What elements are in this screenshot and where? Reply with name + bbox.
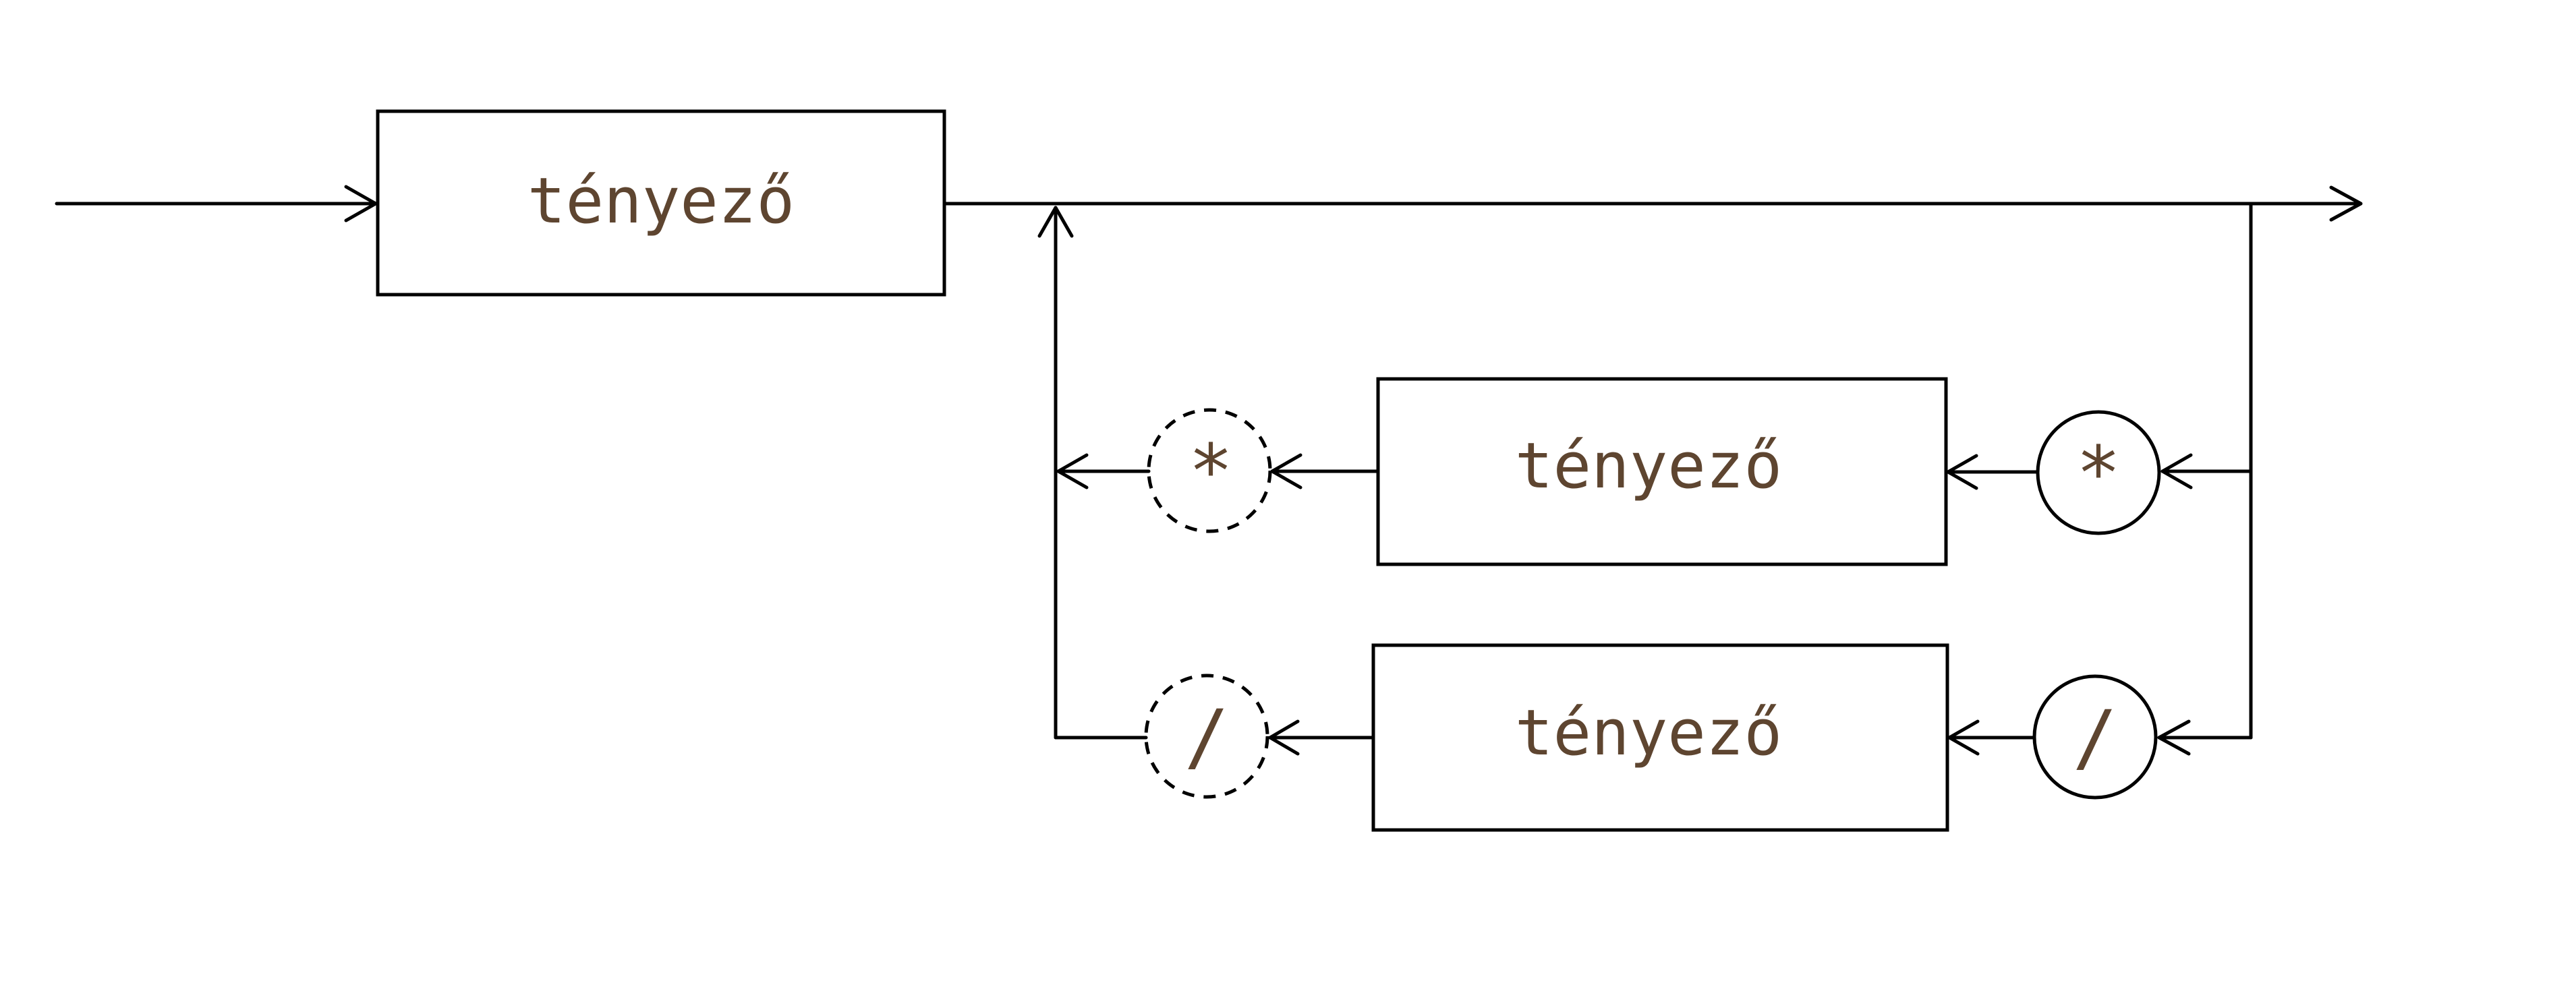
entry-arrowhead-icon bbox=[344, 185, 378, 222]
mult-branch-arrowhead-icon bbox=[2160, 453, 2193, 489]
mult-operator-ghost-circle bbox=[1147, 408, 1272, 533]
mult-operator-ghost-node: * bbox=[1147, 408, 1272, 533]
mult-factor-box bbox=[1376, 377, 1948, 566]
div-operator-label: / bbox=[2073, 694, 2117, 781]
mult-factor-to-ghost-arrowhead-icon bbox=[1270, 453, 1303, 489]
mult-operator-label: * bbox=[2076, 430, 2121, 516]
div-factor-label: tényező bbox=[1515, 696, 1782, 770]
mult-operator-node[interactable]: * bbox=[2036, 410, 2161, 535]
return-arrowhead-icon bbox=[1037, 206, 1074, 238]
mult-factor-label: tényező bbox=[1515, 429, 1782, 503]
mult-ghost-to-return-arrowhead-icon bbox=[1056, 453, 1089, 489]
div-operator-node[interactable]: / bbox=[2032, 674, 2158, 800]
main-factor-box bbox=[376, 109, 946, 297]
mult-factor-node[interactable]: tényező bbox=[1376, 377, 1948, 566]
exit-arrowhead-icon bbox=[2329, 185, 2363, 222]
mult-op-to-factor-arrowhead-icon bbox=[1946, 454, 1978, 490]
div-branch-arrowhead-icon bbox=[2157, 719, 2191, 756]
div-factor-box bbox=[1371, 643, 1949, 832]
div-operator-ghost-label: / bbox=[1184, 694, 1229, 780]
div-op-to-factor-arrowhead-icon bbox=[1947, 719, 1980, 756]
div-operator-ghost-node: / bbox=[1144, 674, 1269, 799]
div-factor-node[interactable]: tényező bbox=[1371, 643, 1949, 832]
div-factor-to-ghost-arrowhead-icon bbox=[1268, 719, 1300, 756]
div-operator-ghost-circle bbox=[1144, 674, 1269, 799]
main-factor-label: tényező bbox=[527, 165, 795, 238]
main-factor-node[interactable]: tényező bbox=[376, 109, 946, 297]
mult-operator-ghost-label: * bbox=[1189, 428, 1233, 514]
